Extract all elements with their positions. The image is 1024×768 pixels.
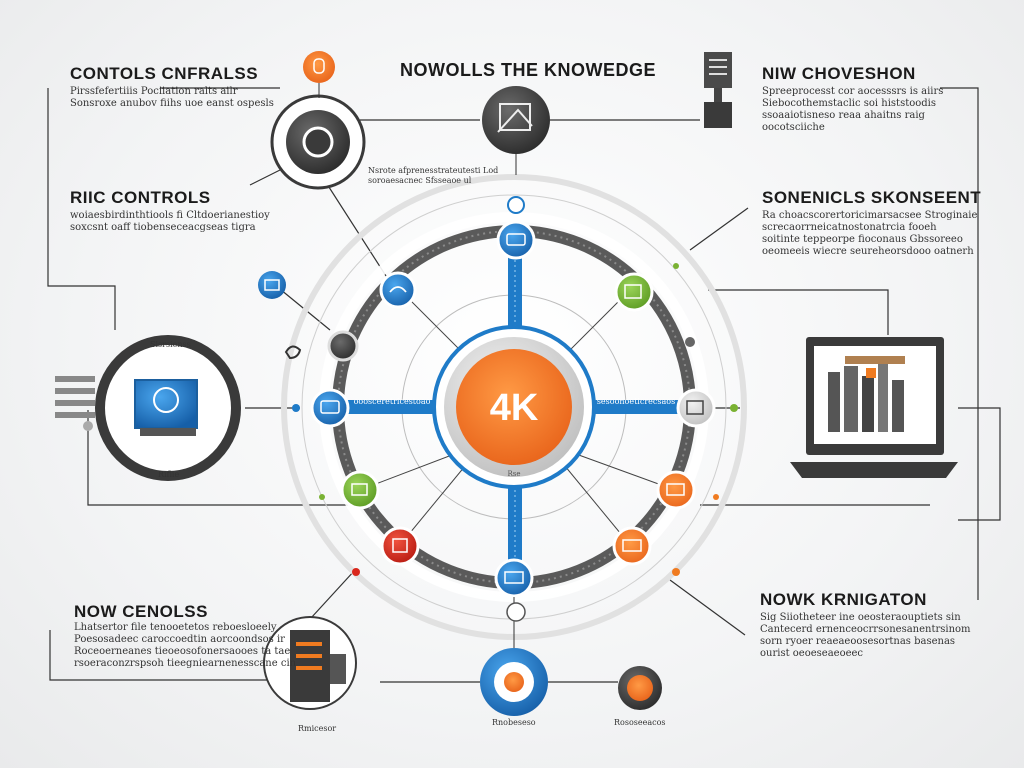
node-lower-left[interactable] <box>380 526 420 566</box>
right-bar-label: sesoonoeticrecsaos <box>597 397 675 406</box>
camera-ring-icon[interactable] <box>270 94 366 190</box>
node-bottom[interactable] <box>494 558 534 598</box>
node-bottom-left[interactable] <box>340 470 380 510</box>
section-controls-text: Pirssfefertiiis Pociiation ralts ailr So… <box>70 86 274 109</box>
section-new-chovession-text: Spreeprocesst cor aocesssrs is aiirs Sie… <box>762 86 944 133</box>
section-riic-controls-text: woiaesbirdinthtiools fi Cltdoerianestioy… <box>70 210 270 233</box>
printer-device-icon[interactable] <box>263 616 357 710</box>
section-nowk-krnigaton-heading: NOWK KRNIGATON <box>760 590 927 609</box>
bottom-left-label: Rmicesor <box>298 724 337 733</box>
center-4k-label: 4K <box>490 387 539 429</box>
node-small-top-center[interactable] <box>507 196 525 214</box>
chat-icon[interactable] <box>284 345 302 360</box>
accent-dots <box>292 263 738 576</box>
node-bottom-right[interactable] <box>656 470 696 510</box>
left-monitor-ring[interactable] <box>55 335 241 481</box>
knowledge-icon[interactable] <box>482 86 550 175</box>
section-riic-controls-heading: RIIC CONTROLS <box>70 188 211 207</box>
left-bar-label: ooosceretricestoao <box>354 397 431 406</box>
node-small-left-top[interactable] <box>327 330 359 362</box>
node-left[interactable] <box>310 388 350 428</box>
kiosk-icon[interactable] <box>704 52 732 128</box>
left-ring-bottom-label: Rifiie <box>158 470 180 479</box>
bottom-right-label: Rososeeacos <box>614 718 666 727</box>
node-right[interactable] <box>676 388 716 428</box>
section-controls-heading: CONTOLS CNFRALSS <box>70 64 259 83</box>
node-top[interactable] <box>496 220 536 260</box>
section-sonenicls-heading: SONENICLS SKONSEENT <box>762 188 982 207</box>
bottom-center-label: Rnobeseso <box>492 718 536 727</box>
blue-badge-icon[interactable] <box>258 271 286 299</box>
node-top-right[interactable] <box>614 272 654 312</box>
top-caption: Nsrote afprenesstrateutesti Lod soroaesa… <box>368 166 499 185</box>
section-nowk-krnigaton-text: Sig Siiotheteer ine oeosteraouptiets sin… <box>760 612 971 659</box>
section-new-chovession-heading: NIW CHOVESHON <box>762 64 916 83</box>
laptop-icon[interactable] <box>790 337 958 478</box>
node-lower-right[interactable] <box>612 526 652 566</box>
section-sonenicls-text: Ra choacscorertoricimarsacsee Stroginaie… <box>762 210 978 257</box>
center-hub: 4K <box>432 325 596 489</box>
section-now-cenolss-heading: NOW CENOLSS <box>74 602 208 621</box>
node-top-left[interactable] <box>379 271 417 309</box>
left-ring-top-label: Sisrsienss <box>150 340 191 349</box>
target-icon[interactable] <box>480 597 548 716</box>
orange-bulb-icon[interactable] <box>303 51 335 98</box>
orange-dot-icon[interactable] <box>618 666 662 710</box>
center-bottom-label: Rse <box>507 470 520 478</box>
page-title: NOWOLLS THE KNOWEDGE <box>400 60 656 80</box>
section-now-cenolss-text: Lhatsertor file tenooetetos reboesloeely… <box>74 622 297 669</box>
